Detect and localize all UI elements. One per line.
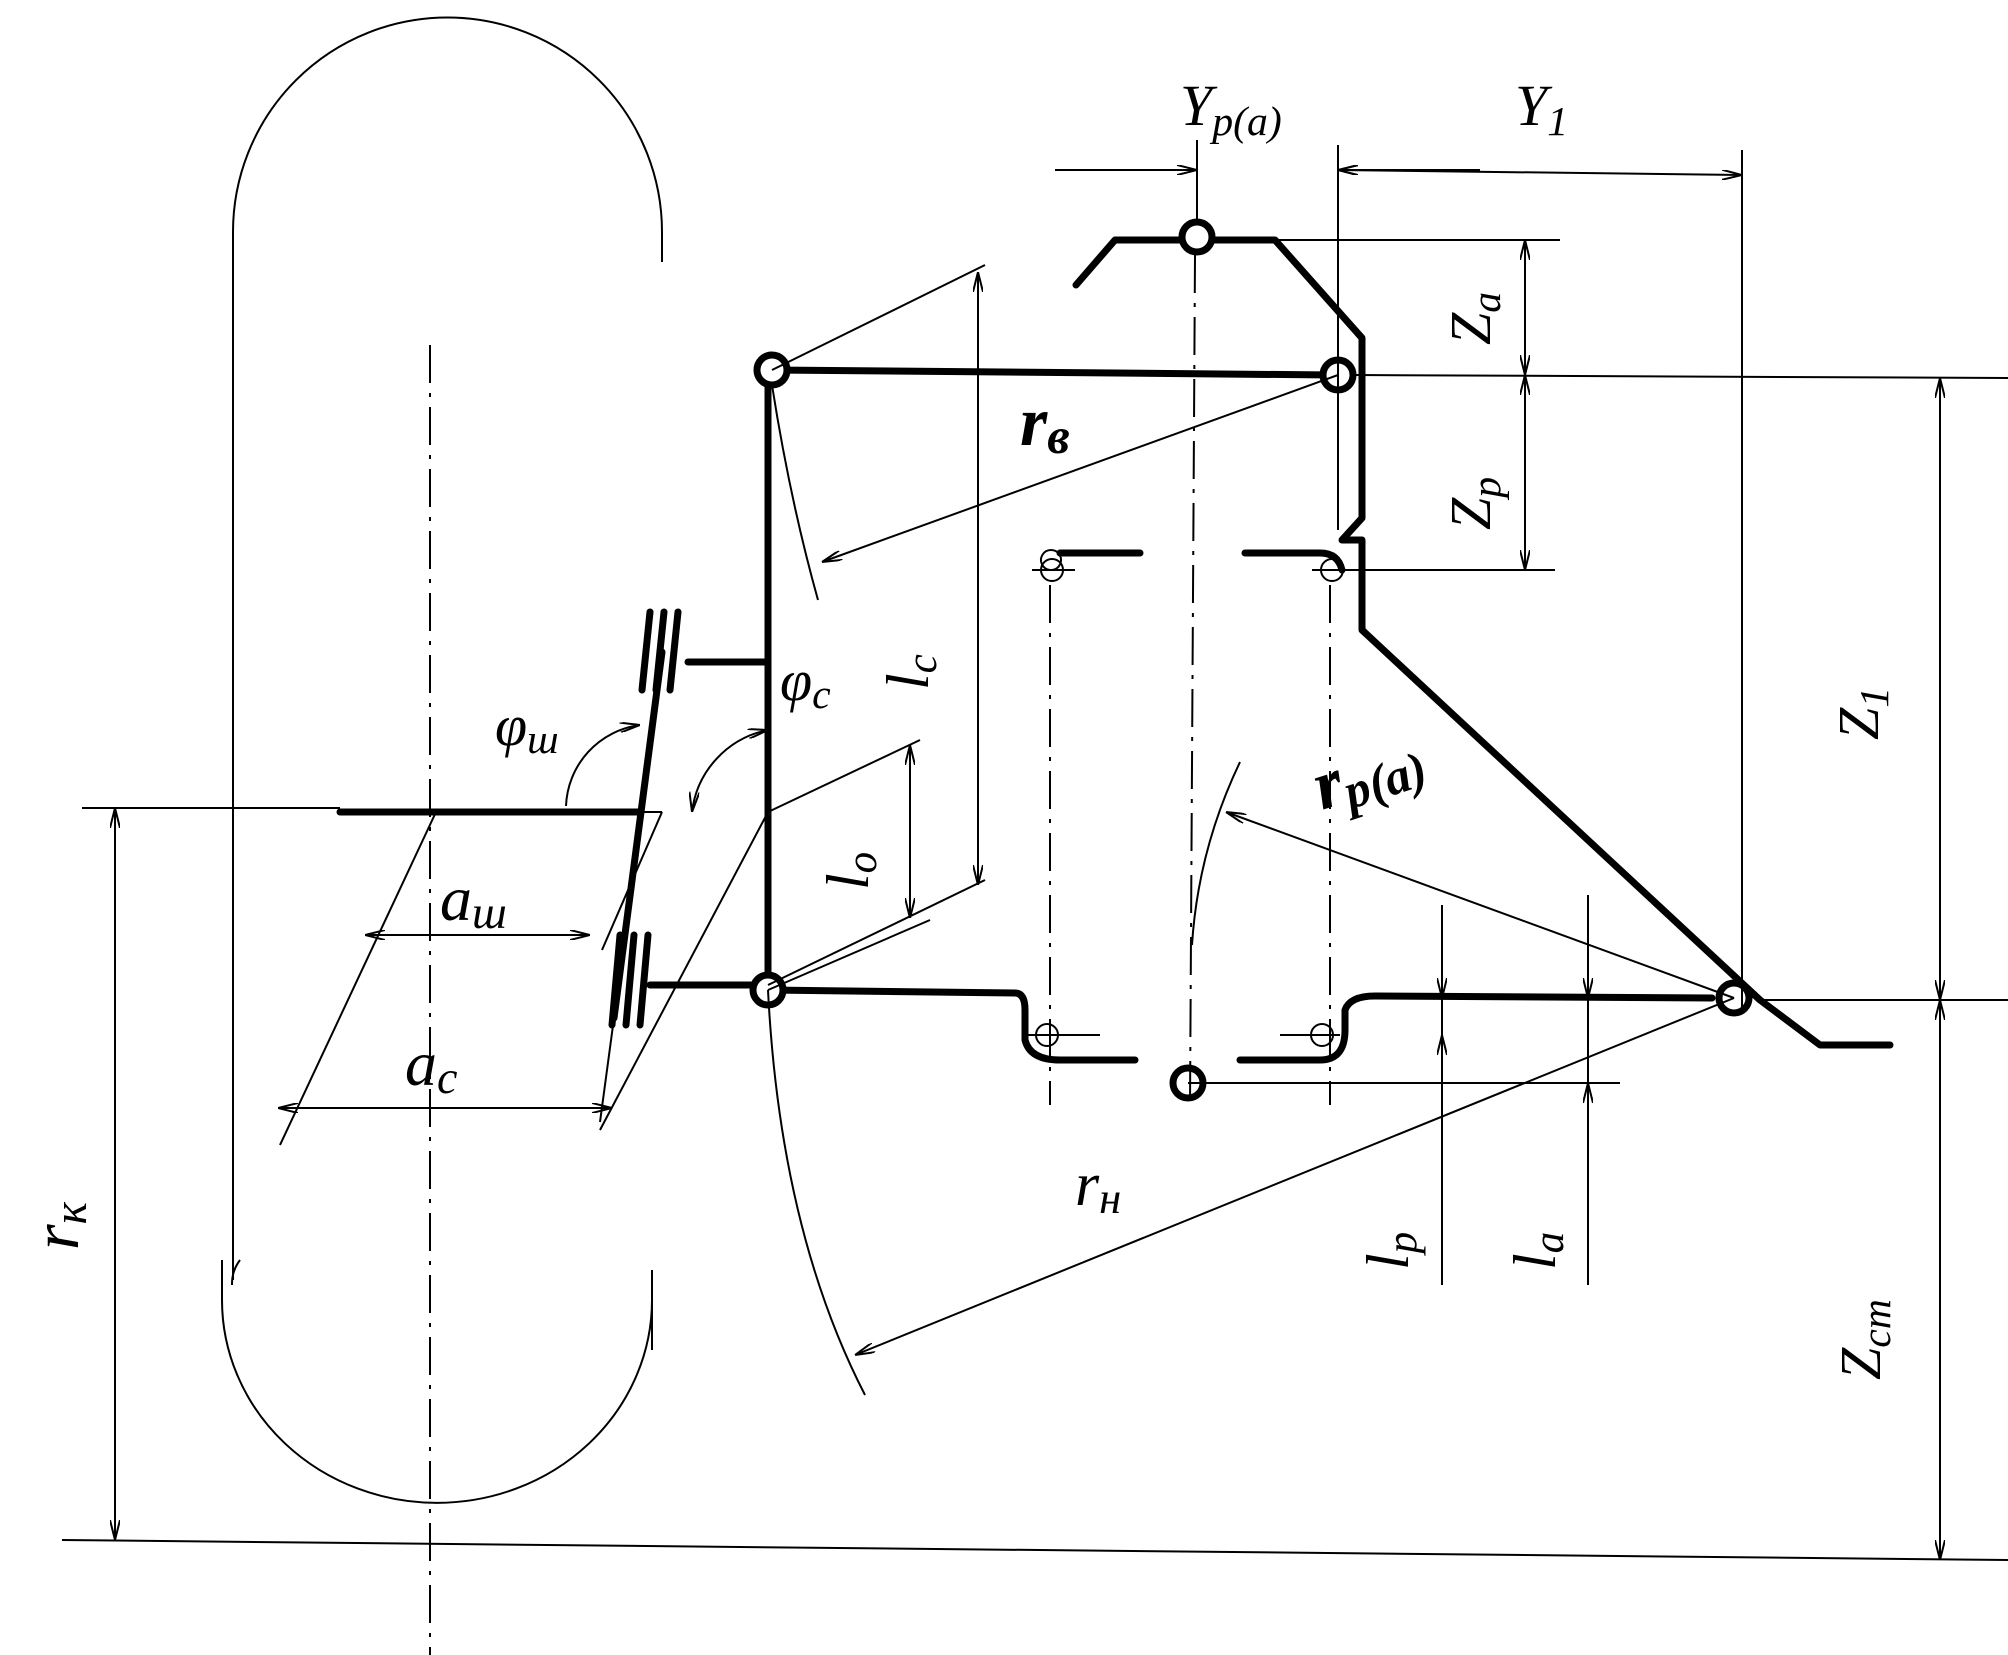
bracket-pins <box>1027 549 1355 1047</box>
arc-indicators <box>565 384 1241 1396</box>
label-l-c: lc <box>875 654 946 690</box>
upper-body-mount <box>1178 218 1216 256</box>
upper-control-arm <box>768 366 1338 379</box>
label-a-sh: aш <box>440 863 507 938</box>
vehicle-body-frame <box>1072 236 1894 1049</box>
label-phi-sh: φш <box>495 693 559 763</box>
label-z-1: Z1 <box>1826 687 1898 740</box>
label-z-p: Zp <box>1438 477 1510 530</box>
label-r-pa: rp(a) <box>1303 718 1433 828</box>
steering-knuckle <box>336 368 772 1029</box>
label-l-a: la <box>1502 1232 1573 1270</box>
label-z-cm: Zcm <box>1828 1299 1900 1380</box>
label-r-v: rв <box>1020 384 1070 464</box>
label-y1: Y1 <box>1515 73 1568 145</box>
label-l-p: lp <box>1355 1232 1426 1270</box>
label-r-n: rн <box>1075 1151 1121 1223</box>
label-y-pa: Yp(a) <box>1180 73 1282 145</box>
ground-line <box>61 1539 2008 1561</box>
label-a-c: ac <box>405 1028 457 1103</box>
dimension-arrows <box>115 170 1940 1560</box>
label-r-k: rк <box>20 1201 97 1250</box>
vertical-centerline <box>1189 254 1196 1106</box>
extension-lines <box>279 140 2008 1285</box>
wheel-outline <box>221 16 663 1504</box>
lower-control-arm <box>764 986 1716 1064</box>
label-l-o: lo <box>815 852 886 890</box>
dimension-labels: Yp(a) Y1 Za Zp Z1 Zcm rв rp(a) rн rк lc … <box>20 73 1900 1380</box>
label-z-a: Za <box>1438 292 1510 345</box>
label-phi-c: φc <box>780 648 831 718</box>
